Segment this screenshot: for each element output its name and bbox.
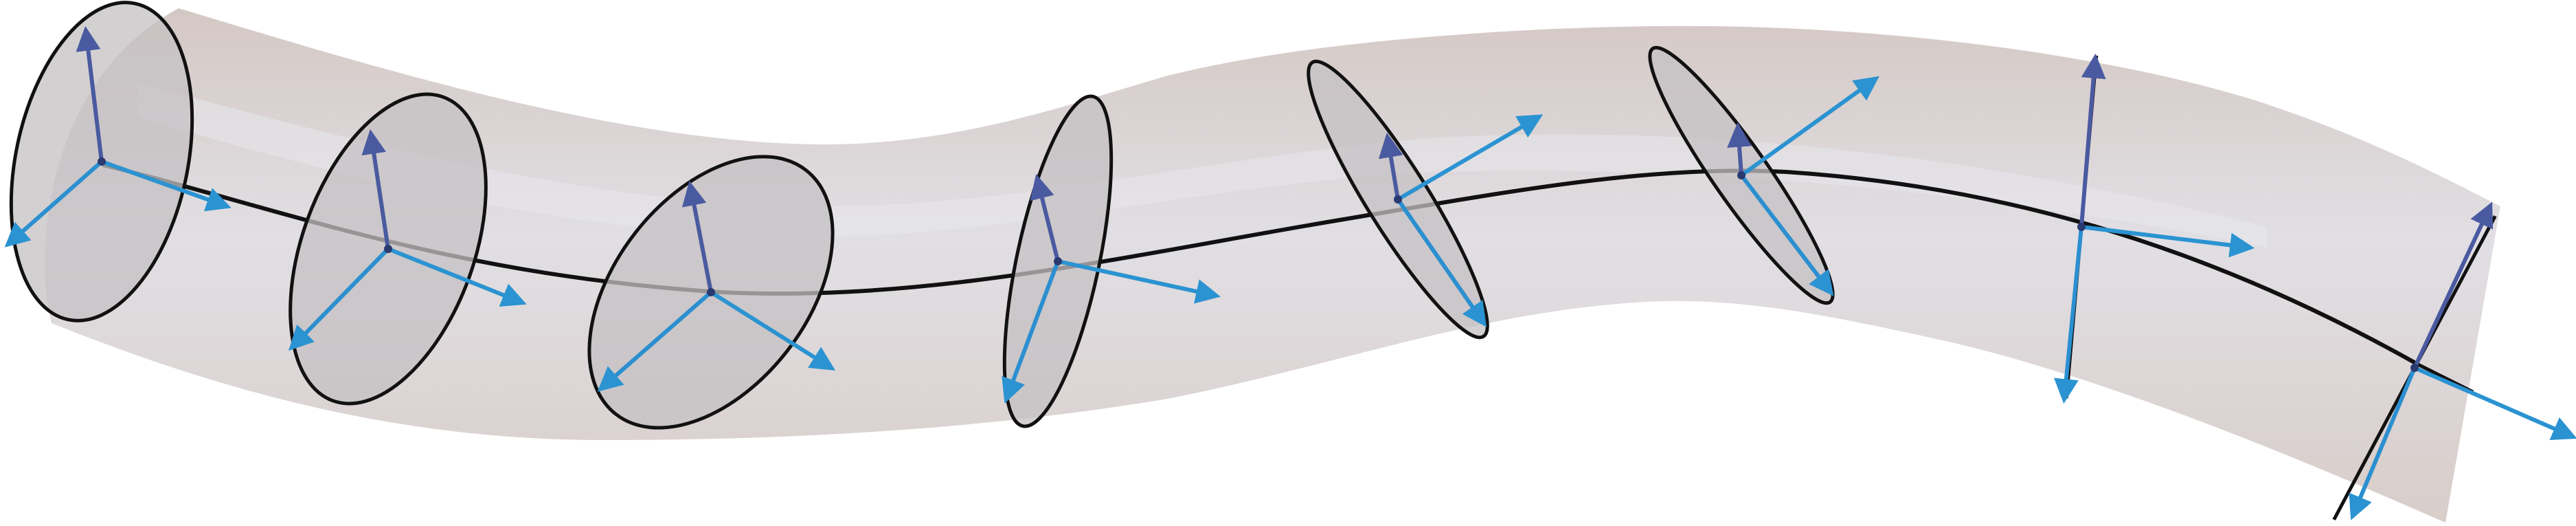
binormal-arrow [76, 25, 104, 162]
frame-3 [587, 155, 836, 430]
frame-origin [1737, 171, 1745, 179]
tangent-arrow [100, 160, 231, 212]
tangent-arrow [1740, 76, 1879, 177]
binormal-arrow [2079, 53, 2106, 228]
frame-origin [1394, 195, 1402, 204]
tangent-arrow [387, 247, 527, 307]
frame-1 [4, 1, 231, 322]
frame-8 [2332, 201, 2576, 520]
frame-origin [2077, 223, 2086, 231]
frame-origin [98, 157, 106, 166]
frame-2 [288, 92, 527, 406]
normal-arrow [1739, 174, 1834, 296]
frame-6 [1648, 45, 1879, 305]
tangent-arrow [1397, 114, 1544, 201]
binormal-arrow [1727, 122, 1752, 176]
normal-arrow [2053, 226, 2083, 404]
normal-arrow [4, 160, 103, 248]
normal-arrow [597, 290, 712, 392]
frame-7 [2053, 53, 2255, 404]
binormal-arrow [1030, 174, 1060, 262]
frame-origin [707, 288, 715, 296]
tangent-arrow [2081, 225, 2255, 258]
binormal-arrow [361, 129, 390, 250]
frame-4 [1002, 94, 1221, 428]
binormal-arrow [681, 180, 713, 293]
tangent-arrow [1057, 259, 1221, 304]
frame-origin [2410, 364, 2419, 372]
binormal-arrow [2413, 201, 2494, 369]
frame-origin [384, 245, 392, 253]
normal-arrow [1396, 198, 1487, 327]
tangent-arrow [710, 290, 836, 371]
normal-arrow [288, 247, 390, 351]
normal-arrow [2349, 366, 2417, 520]
normal-arrow [1002, 260, 1060, 404]
frame-origin [1054, 257, 1062, 265]
frame-5 [1307, 59, 1544, 340]
binormal-arrow [1378, 132, 1403, 200]
tangent-arrow [2413, 366, 2576, 441]
